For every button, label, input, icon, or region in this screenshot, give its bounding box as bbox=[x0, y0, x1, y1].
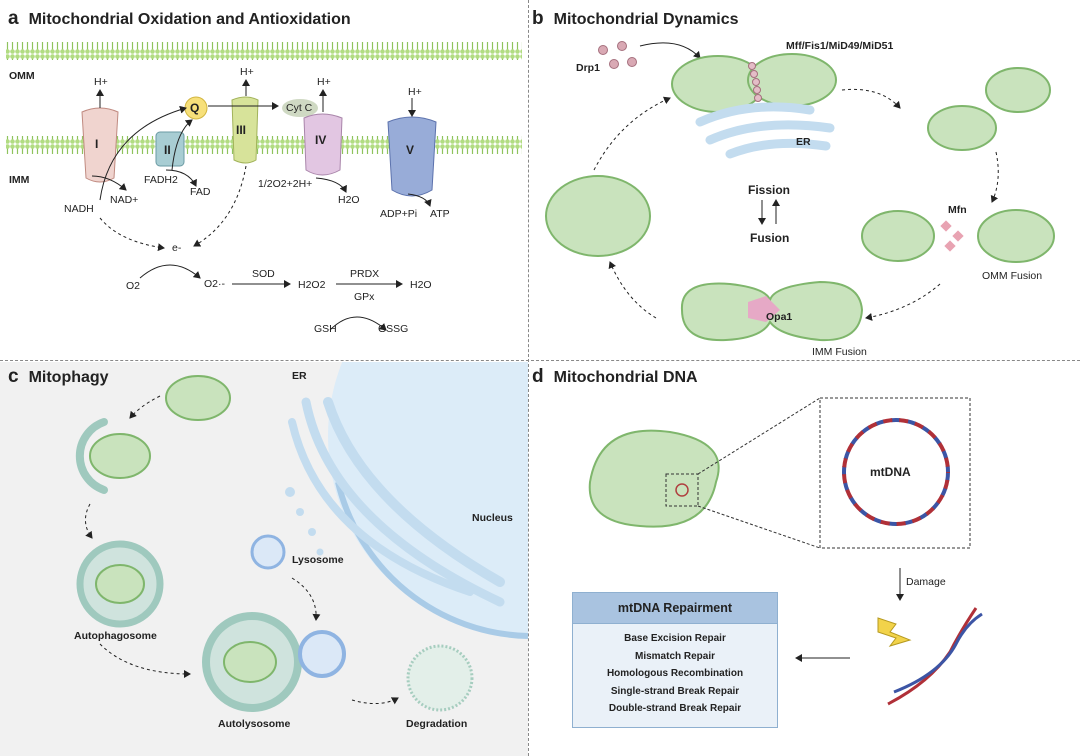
nadh-label: NADH bbox=[64, 203, 94, 215]
autophagosome-label: Autophagosome bbox=[74, 630, 157, 642]
opa1-label: Opa1 bbox=[766, 311, 793, 323]
receptors-label: Mff/Fis1/MiD49/MiD51 bbox=[786, 40, 894, 52]
mitophagy-diagram bbox=[75, 362, 528, 712]
mfn-label: Mfn bbox=[948, 204, 967, 216]
repair-item: Single-strand Break Repair bbox=[610, 685, 740, 697]
drp1-label: Drp1 bbox=[576, 62, 600, 74]
complex-iv-label: IV bbox=[315, 133, 327, 147]
gsh-label: GSH bbox=[314, 323, 337, 335]
repair-item: Homologous Recombination bbox=[606, 668, 744, 679]
imm-fusion-label: IMM Fusion bbox=[812, 346, 867, 358]
gpx-label: GPx bbox=[354, 291, 375, 303]
atp-label: ATP bbox=[430, 208, 450, 220]
repair-item: Double-strand Break Repair bbox=[608, 703, 742, 714]
degradation-shape bbox=[406, 644, 474, 712]
vertical-divider bbox=[528, 0, 529, 756]
complex-iii-label: III bbox=[236, 123, 247, 137]
dynamics-diagram bbox=[545, 41, 1055, 342]
mtdna-mito-shape bbox=[588, 429, 720, 528]
horizontal-divider bbox=[0, 360, 1080, 361]
fad-label: FAD bbox=[190, 186, 211, 198]
complex-i-shape bbox=[81, 107, 119, 183]
omm-fusion-label: OMM Fusion bbox=[982, 270, 1043, 282]
repair-list: Base Excision Repair Mismatch Repair Hom… bbox=[573, 630, 777, 718]
fusion-label: Fusion bbox=[750, 231, 790, 245]
complex-iii-shape bbox=[231, 96, 259, 164]
hplus-iii: H+ bbox=[240, 66, 254, 78]
cytc-label: Cyt C bbox=[286, 102, 313, 114]
superoxide-label: O2·- bbox=[204, 278, 225, 290]
q-label: Q bbox=[190, 101, 200, 115]
adp-label: ADP+Pi bbox=[380, 208, 418, 220]
panel-c-er-label: ER bbox=[292, 370, 307, 382]
hplus-v: H+ bbox=[408, 86, 422, 98]
mtdna-label: mtDNA bbox=[870, 465, 911, 479]
degradation-label: Degradation bbox=[406, 718, 468, 730]
imm-label: IMM bbox=[9, 174, 30, 186]
damage-label: Damage bbox=[906, 576, 946, 588]
lysosome-shape bbox=[250, 534, 286, 570]
hplus-iv: H+ bbox=[317, 76, 331, 88]
hplus-i: H+ bbox=[94, 76, 108, 88]
o2-2h-label: 1/2O2+2H+ bbox=[258, 178, 313, 190]
complex-v-shape bbox=[387, 116, 437, 197]
h2o-label: H2O bbox=[410, 279, 432, 291]
complex-ii-label: II bbox=[164, 143, 171, 157]
oxidation-diagram bbox=[6, 42, 522, 331]
complex-iv-shape bbox=[303, 113, 343, 176]
repair-item: Mismatch Repair bbox=[634, 650, 716, 662]
omm-label: OMM bbox=[9, 70, 35, 82]
repair-item: Base Excision Repair bbox=[624, 633, 726, 644]
fission-label: Fission bbox=[748, 183, 791, 197]
nucleus-label: Nucleus bbox=[472, 512, 513, 524]
fission-er-label: ER bbox=[796, 136, 811, 148]
lysosome-label: Lysosome bbox=[292, 554, 344, 566]
mtdna-diagram bbox=[588, 397, 983, 706]
prdx-label: PRDX bbox=[350, 268, 380, 280]
complex-i-label: I bbox=[95, 137, 99, 151]
fadh2-label: FADH2 bbox=[144, 174, 178, 186]
sod-label: SOD bbox=[252, 268, 275, 280]
autolysosome-label: Autolysosome bbox=[218, 718, 291, 730]
gssg-label: GSSG bbox=[378, 323, 409, 335]
repair-box: mtDNA Repairment Base Excision Repair Mi… bbox=[572, 592, 778, 728]
complex-v-label: V bbox=[406, 143, 415, 157]
electron-label: e- bbox=[172, 242, 182, 254]
complex-ii-shape bbox=[155, 131, 185, 167]
h2o2-label: H2O2 bbox=[298, 279, 326, 291]
repair-title: mtDNA Repairment bbox=[573, 593, 777, 624]
h2o-iv-label: H2O bbox=[338, 194, 360, 206]
outer-membrane bbox=[6, 42, 522, 60]
nad-label: NAD+ bbox=[110, 194, 139, 206]
cytc-shape bbox=[282, 99, 318, 117]
o2-label: O2 bbox=[126, 280, 141, 292]
